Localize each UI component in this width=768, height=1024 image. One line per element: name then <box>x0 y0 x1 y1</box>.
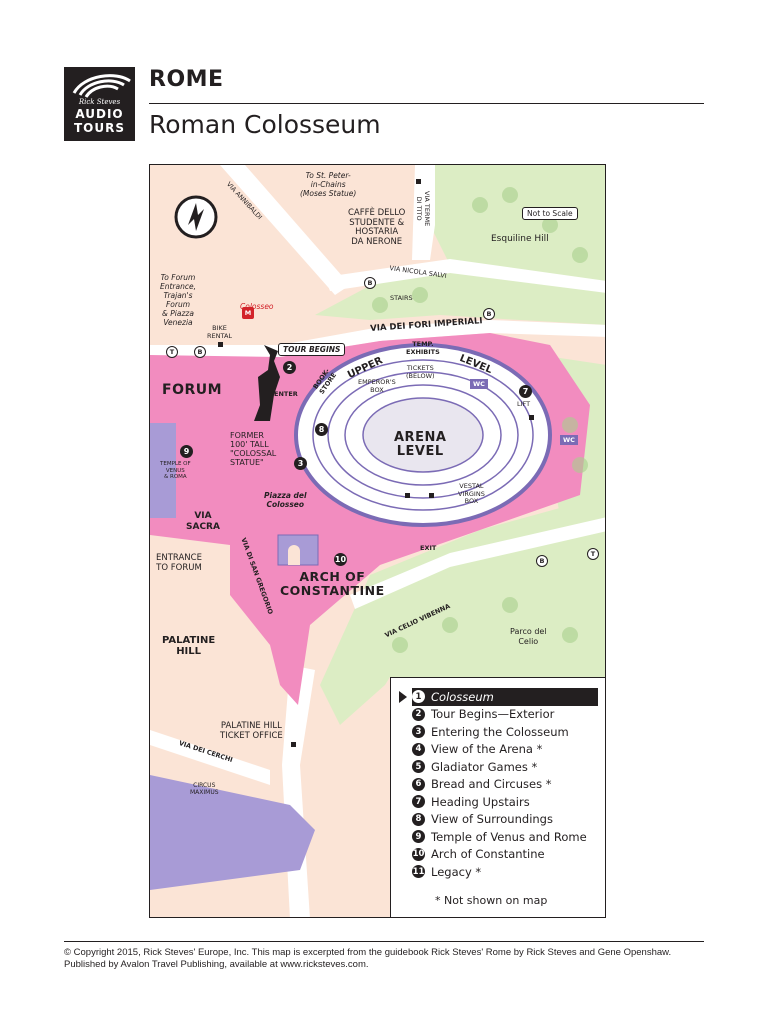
label-circus: CIRCUS MAXIMUS <box>190 782 219 796</box>
label-to-st-peter: To St. Peter- in-Chains (Moses Statue) <box>300 171 357 198</box>
page-title: Roman Colosseum <box>149 110 381 139</box>
label-via-sacra: VIA SACRA <box>186 511 220 532</box>
marker-8: 8 <box>315 423 328 436</box>
label-vestal: VESTAL VIRGINS BOX <box>458 482 485 505</box>
logo-line-2: TOURS <box>73 121 125 135</box>
label-esquiline: Esquiline Hill <box>491 234 549 244</box>
poi-caffe <box>416 179 421 184</box>
label-lift: LIFT <box>517 400 531 408</box>
legend-item-2[interactable]: 2 Tour Begins—Exterior <box>412 706 554 724</box>
colosseum-map: To St. Peter- in-Chains (Moses Statue) V… <box>149 164 606 918</box>
marker-2: 2 <box>283 361 296 374</box>
label-entrance-forum: ENTRANCE TO FORUM <box>156 553 202 573</box>
legend-item-11[interactable]: 11 Legacy * <box>412 864 482 879</box>
rick-steves-logo: Rick Steves AUDIO TOURS <box>64 67 135 141</box>
label-parco: Parco del Celio <box>510 627 547 646</box>
legend-item-8[interactable]: 8 View of Surroundings <box>412 811 553 829</box>
label-tickets: TICKETS (BELOW) <box>406 364 435 380</box>
logo-line-1: AUDIO <box>75 107 124 121</box>
poi-box <box>405 493 410 498</box>
marker-3: 3 <box>294 457 307 470</box>
bus-icon-2: B <box>483 308 495 320</box>
tram-icon-1: T <box>166 346 178 358</box>
map-base <box>150 165 605 917</box>
label-arena-level: ARENA LEVEL <box>394 430 447 459</box>
label-enter: ENTER <box>274 390 298 398</box>
tram-icon-2: T <box>587 548 599 560</box>
copyright-line-2: Published by Avalon Travel Publishing, a… <box>64 958 369 970</box>
metro-icon: M <box>242 307 254 319</box>
bus-icon-3: B <box>194 346 206 358</box>
label-emperors-box: EMPEROR'S BOX <box>358 378 396 394</box>
swirl-icon <box>72 74 131 98</box>
logo-signature: Rick Steves <box>78 98 121 106</box>
label-temp-exhibits: TEMP. EXHIBITS <box>406 340 440 356</box>
copyright-line-1: © Copyright 2015, Rick Steves' Europe, I… <box>64 947 672 958</box>
label-caffe: CAFFÈ DELLO STUDENTE & HOSTARIA DA NERON… <box>348 208 406 247</box>
footer-divider <box>64 941 704 942</box>
poi-bike <box>218 342 223 347</box>
label-not-to-scale: Not to Scale <box>522 207 578 220</box>
legend-box: 1 Colosseum 2 Tour Begins—Exterior 3 Ent… <box>390 677 605 917</box>
legend-item-10[interactable]: 10 Arch of Constantine <box>412 847 545 862</box>
wc-icon-east: WC <box>560 435 578 445</box>
label-forum: FORUM <box>162 382 223 398</box>
poi-lift <box>529 415 534 420</box>
label-colosseo-metro: Colosseo <box>240 302 274 311</box>
marker-9: 9 <box>180 445 193 458</box>
legend-item-4[interactable]: 4 View of the Arena * <box>412 741 542 759</box>
copyright-footer: © Copyright 2015, Rick Steves' Europe, I… <box>64 947 704 970</box>
bus-icon-1: B <box>364 277 376 289</box>
label-palatine-ticket: PALATINE HILL TICKET OFFICE <box>220 721 283 741</box>
legend-item-7[interactable]: 7 Heading Upstairs <box>412 793 530 811</box>
legend-item-1[interactable]: 1 Colosseum <box>412 688 598 706</box>
legend-item-9[interactable]: 9 Temple of Venus and Rome <box>412 828 587 846</box>
label-bike-rental: BIKE RENTAL <box>207 324 233 340</box>
marker-10b: 10 <box>334 553 347 566</box>
legend-note: * Not shown on map <box>435 894 548 907</box>
poi-box2 <box>429 493 434 498</box>
selected-arrow-icon <box>399 691 407 703</box>
label-to-forum-entrance: To Forum Entrance, Trajan's Forum & Piaz… <box>160 273 196 327</box>
label-via-terme: VIA TERME DI TITO <box>415 191 432 227</box>
label-temple-venus: TEMPLE OF VENUS & ROMA <box>160 461 191 480</box>
label-arch: ARCH OF CONSTANTINE <box>280 569 385 598</box>
label-piazza: Piazza del Colosseo <box>264 491 307 509</box>
wc-icon-upper: WC <box>470 379 488 389</box>
label-former-statue: FORMER 100' TALL "COLOSSAL STATUE" <box>230 431 277 467</box>
label-exit: EXIT <box>420 544 437 552</box>
label-tour-begins: TOUR BEGINS <box>278 343 346 356</box>
city-heading: ROME <box>149 67 224 92</box>
legend-item-5[interactable]: 5 Gladiator Games * <box>412 758 537 776</box>
north-compass-icon <box>174 195 218 239</box>
header-divider <box>149 103 704 104</box>
label-palatine: PALATINE HILL <box>162 635 216 657</box>
marker-7: 7 <box>519 385 532 398</box>
legend-item-3[interactable]: 3 Entering the Colosseum <box>412 723 569 741</box>
legend-item-6[interactable]: 6 Bread and Circuses * <box>412 776 552 794</box>
poi-ticket <box>291 742 296 747</box>
label-stairs: STAIRS <box>390 294 413 302</box>
bus-icon-4: B <box>536 555 548 567</box>
